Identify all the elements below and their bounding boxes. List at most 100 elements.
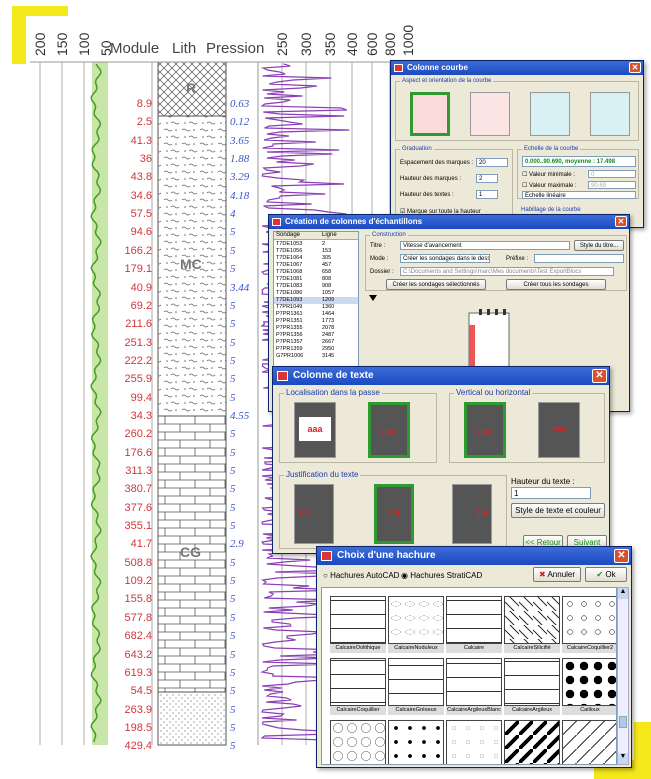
hatch-option[interactable]: CalcaireArgileux <box>504 658 560 715</box>
justify-left-option[interactable]: 1.0 <box>294 484 334 544</box>
hatch-option[interactable]: Cailloux <box>562 658 616 715</box>
pression-value: 4.55 <box>230 409 250 422</box>
style-texte-button[interactable]: Style de texte et couleur <box>511 503 605 518</box>
valeur-min-input[interactable]: 0 <box>588 170 636 178</box>
echelle-type-select[interactable]: Echelle linéaire <box>522 191 636 199</box>
create-all-button[interactable]: Créer tous les sondages <box>506 279 606 290</box>
hatch-caption: CalcaireOolithique <box>330 644 386 653</box>
hatch-option[interactable]: Cailloux2 <box>388 720 444 764</box>
module-value: 255.9 <box>124 373 152 386</box>
curve-style-option-4[interactable] <box>590 92 630 136</box>
sondage-cell: P7PR1356 <box>276 332 303 338</box>
radio-straticad[interactable]: ◉ Hachures StratiCAD <box>401 571 483 580</box>
sondage-cell: T7DE1093 <box>276 297 303 303</box>
localisation-option-2[interactable]: aaa <box>368 402 410 458</box>
vertical-option[interactable]: aaa <box>538 402 580 458</box>
dossier-input[interactable]: C:\Documents and Settings\marc\Mes docum… <box>400 267 614 276</box>
col-sondage-header[interactable]: Sondage <box>276 232 301 238</box>
pression-value: 5 <box>230 520 236 533</box>
sondage-cell: T7DE1086 <box>276 290 303 296</box>
col-ligne-header[interactable]: Ligne <box>322 232 337 238</box>
hatch-option[interactable]: Cailloux1 <box>446 720 502 764</box>
pression-value: 5 <box>230 428 236 441</box>
hatch-option[interactable]: CalcaireSilicifié <box>504 596 560 653</box>
scroll-thumb[interactable] <box>619 716 627 728</box>
prefixe-input[interactable] <box>534 254 624 263</box>
hatch-option[interactable]: Calcaire <box>446 596 502 653</box>
valeur-max-checkbox[interactable]: ☐ Valeur maximale : <box>522 183 577 189</box>
hatch-option[interactable]: CalcaireNoduleux <box>388 596 444 653</box>
scroll-down-icon[interactable]: ▼ <box>618 753 628 764</box>
valeur-min-checkbox[interactable]: ☐ Valeur minimale : <box>522 172 575 178</box>
sondage-cell: T7DE1053 <box>276 241 303 247</box>
hatch-scrollbar[interactable]: ▲ ▼ <box>617 587 629 765</box>
module-value: 176.6 <box>124 446 152 459</box>
close-icon[interactable]: ✕ <box>615 216 627 227</box>
valeur-max-input[interactable]: 90.69 <box>588 181 636 189</box>
hachure-titlebar[interactable]: Choix d'une hachure ✕ <box>317 547 631 565</box>
radio-autocad[interactable]: ○ Hachures AutoCAD <box>323 571 400 580</box>
colonne-texte-title: Colonne de texte <box>293 370 374 381</box>
mode-select[interactable]: Créer les sondages dans le dessin <box>400 254 490 263</box>
hatch-option[interactable]: Breche <box>562 720 616 764</box>
module-value: 69.2 <box>130 299 152 312</box>
horizontal-option[interactable]: aaa <box>464 402 506 458</box>
right-scale-6: 1000 <box>400 24 416 56</box>
hatch-option[interactable]: CalcaireArgileuxBlanc <box>446 658 502 715</box>
hachure-window: Choix d'une hachure ✕ ○ Hachures AutoCAD… <box>316 546 632 768</box>
titre-input[interactable]: Vitesse d'avancement <box>400 241 570 250</box>
justify-center-option[interactable]: 1.0 <box>374 484 414 544</box>
justify-right-option[interactable]: 1.0 <box>452 484 492 544</box>
hatch-option[interactable]: CalcaireCoquillier <box>330 658 386 715</box>
colonne-texte-titlebar[interactable]: Colonne de texte ✕ <box>273 367 609 385</box>
create-selected-button[interactable]: Créer les sondages sélectionnés <box>386 279 486 290</box>
pression-value: 5 <box>230 721 236 734</box>
marque-label: Marque sur toute la hauteur <box>407 209 481 215</box>
colonne-courbe-titlebar[interactable]: Colonne courbe ✕ <box>391 61 643 75</box>
annuler-button[interactable]: ✖ Annuler <box>533 567 581 582</box>
close-icon[interactable]: ✕ <box>629 62 641 73</box>
ok-button[interactable]: ✔ Ok <box>585 567 627 582</box>
hachure-title: Choix d'une hachure <box>337 550 436 561</box>
marque-checkbox[interactable]: ☑ Marque sur toute la hauteur <box>400 209 481 215</box>
scroll-up-icon[interactable]: ▲ <box>618 588 628 599</box>
hauteur-marques-input[interactable]: 2 <box>476 174 498 183</box>
hatch-option[interactable]: CalcaireOolithique <box>330 596 386 653</box>
hatch-option[interactable]: CalcaireGréseux <box>388 658 444 715</box>
left-scale-1: 150 <box>54 32 70 56</box>
hauteur-textes-label: Hauteur des textes : <box>400 192 454 198</box>
hauteur-textes-input[interactable]: 1 <box>476 190 498 199</box>
echantillons-titlebar[interactable]: Création de colonnes d'échantillons ✕ <box>269 215 629 229</box>
hatch-option[interactable]: Breche2 <box>504 720 560 764</box>
localisation-option-1[interactable]: aaa <box>294 402 336 458</box>
style-titre-button[interactable]: Style du titre... <box>574 240 624 251</box>
sondage-cell: G7PR1006 <box>276 353 304 359</box>
close-icon[interactable]: ✕ <box>614 549 629 563</box>
espacement-input[interactable]: 20 <box>476 158 508 167</box>
hatch-option[interactable]: Cailloux3 <box>330 720 386 764</box>
close-icon[interactable]: ✕ <box>592 369 607 383</box>
hatch-caption: CalcaireCoquillier2 <box>562 644 616 653</box>
hatch-option[interactable]: CalcaireCoquillier2 <box>562 596 616 653</box>
hauteur-texte-input[interactable]: 1 <box>511 487 591 499</box>
curve-style-option-2[interactable] <box>470 92 510 136</box>
curve-style-option-1[interactable] <box>410 92 450 136</box>
curve-style-option-3[interactable] <box>530 92 570 136</box>
